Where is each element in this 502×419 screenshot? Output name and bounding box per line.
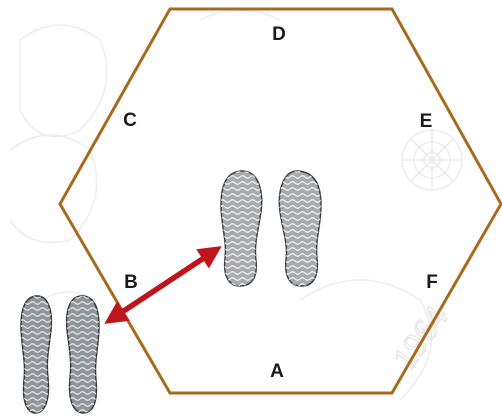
vertex-label-f: F	[426, 272, 438, 293]
footprint-left-outside-texture	[21, 296, 51, 413]
vertex-label-c: C	[123, 110, 137, 131]
footprint-right-outside-texture	[67, 296, 99, 413]
vertex-label-b: B	[124, 272, 138, 293]
vertex-label-a: A	[270, 361, 284, 382]
outside-footprints	[21, 296, 99, 413]
center-footprints	[221, 171, 321, 286]
watermark-year: 1964	[386, 300, 455, 377]
vertex-label-e: E	[420, 111, 433, 132]
vertex-label-d: D	[272, 24, 286, 45]
footprint-left-center-texture	[221, 171, 262, 286]
